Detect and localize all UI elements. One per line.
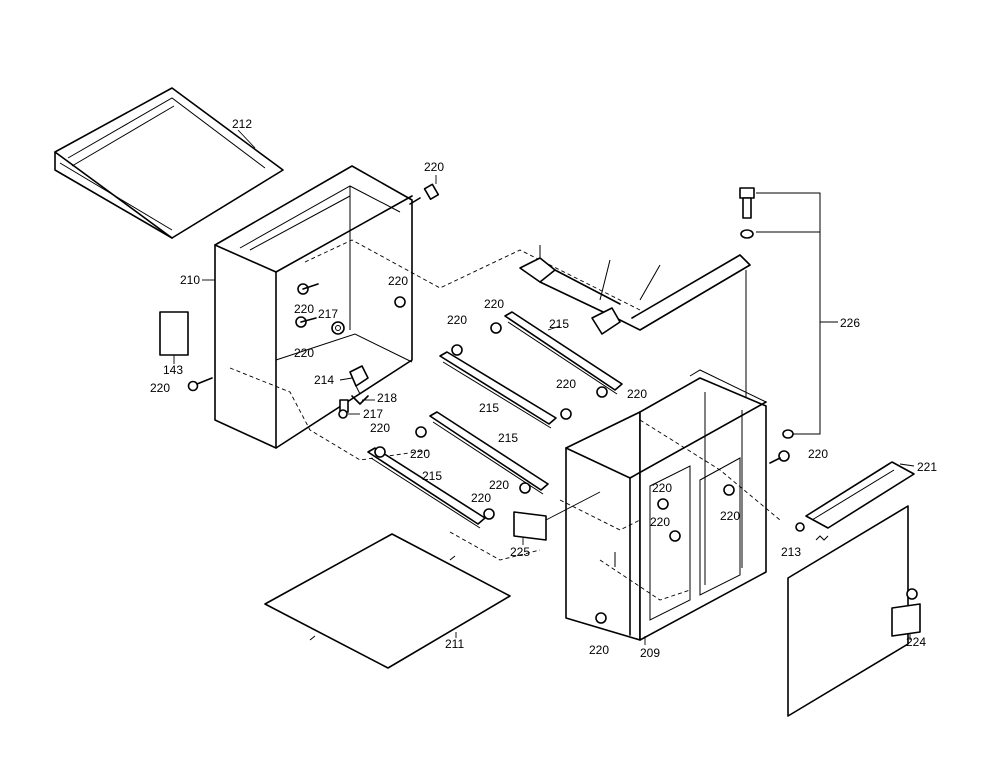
part-221-hinge-strip	[805, 461, 915, 529]
screw-220-f	[490, 322, 502, 334]
part-215-rail-lower-right	[429, 411, 549, 495]
door-panel	[787, 505, 909, 717]
label-143: 143	[163, 363, 183, 377]
label-225: 225	[510, 545, 530, 559]
screw-220-d	[394, 296, 406, 308]
leader-212	[237, 129, 256, 149]
label-220-q: 220	[808, 447, 828, 461]
label-220-j: 220	[410, 447, 430, 461]
label-221: 221	[917, 460, 937, 474]
label-220-e: 220	[150, 381, 170, 395]
label-220-f: 220	[484, 297, 504, 311]
part-209-cabinet-side	[565, 369, 767, 641]
label-210: 210	[180, 273, 200, 287]
screw-220-g	[451, 344, 463, 356]
screw-220-l	[519, 482, 531, 494]
label-220-bottom: 220	[589, 643, 609, 657]
label-209: 209	[640, 646, 660, 660]
screw-220-q	[769, 450, 790, 464]
part-217-nut-upper	[331, 321, 345, 335]
label-220-a: 220	[424, 160, 444, 174]
label-220-c: 220	[294, 346, 314, 360]
screw-220-e	[187, 377, 213, 392]
label-215-b: 215	[479, 401, 499, 415]
label-220-b: 220	[294, 302, 314, 316]
screw-220-n	[657, 498, 669, 510]
label-218: 218	[377, 391, 397, 405]
door-knob	[906, 588, 918, 600]
screw-220-i	[560, 408, 572, 420]
label-215-a: 215	[549, 317, 569, 331]
label-220-k: 220	[370, 421, 390, 435]
screw-220-j	[415, 426, 427, 438]
part-213-spring	[795, 522, 829, 541]
label-220-g: 220	[447, 313, 467, 327]
part-218-clip	[351, 395, 369, 405]
screw-220-p	[723, 484, 735, 496]
screw-220-h	[596, 386, 608, 398]
part-215-rail-upper-right	[504, 311, 623, 395]
label-217-b: 217	[363, 407, 383, 421]
hidden-line-diag	[639, 419, 781, 521]
label-213: 213	[781, 545, 801, 559]
label-214: 214	[314, 373, 334, 387]
part-215-rail-middle	[439, 351, 557, 429]
label-212: 212	[232, 117, 252, 131]
machine-base-frame	[519, 245, 751, 400]
hidden-line-bottom	[449, 531, 541, 561]
screw-220-b	[297, 283, 319, 295]
part-226-bolt	[739, 187, 755, 219]
leader-221	[899, 463, 915, 467]
part-224-label	[891, 603, 921, 637]
label-220-n: 220	[652, 481, 672, 495]
screw-220-m	[483, 508, 495, 520]
screw-220-bottom	[595, 612, 607, 624]
label-220-h: 220	[627, 387, 647, 401]
part-143-label	[159, 311, 189, 356]
part-212-tray	[54, 87, 284, 239]
label-211: 211	[445, 637, 464, 651]
label-220-i: 220	[556, 377, 576, 391]
label-226: 226	[840, 316, 860, 330]
screw-220-o	[669, 530, 681, 542]
leader-226-bracket	[756, 192, 821, 435]
label-220-o: 220	[650, 515, 670, 529]
screw-220-c	[295, 316, 317, 328]
screw-220-a	[409, 183, 440, 205]
leader-214	[339, 377, 353, 381]
label-217-a: 217	[318, 307, 338, 321]
part-214-bracket	[349, 365, 369, 395]
label-220-l: 220	[489, 478, 509, 492]
leader-225-target	[545, 491, 601, 521]
label-215-c: 215	[498, 431, 518, 445]
screw-220-k	[374, 446, 386, 458]
label-215-d: 215	[422, 469, 442, 483]
part-225-label	[513, 511, 547, 541]
label-220-d: 220	[388, 274, 408, 288]
part-211-bottom-plate	[264, 533, 511, 669]
label-220-p: 220	[720, 509, 740, 523]
label-224: 224	[906, 635, 926, 649]
hidden-line-right	[559, 499, 691, 601]
part-226-washer-lower	[782, 429, 794, 439]
label-220-m: 220	[471, 491, 491, 505]
part-217-nut-lower	[338, 399, 349, 419]
part-226-washer	[740, 229, 754, 239]
leader-215-a	[547, 325, 561, 331]
